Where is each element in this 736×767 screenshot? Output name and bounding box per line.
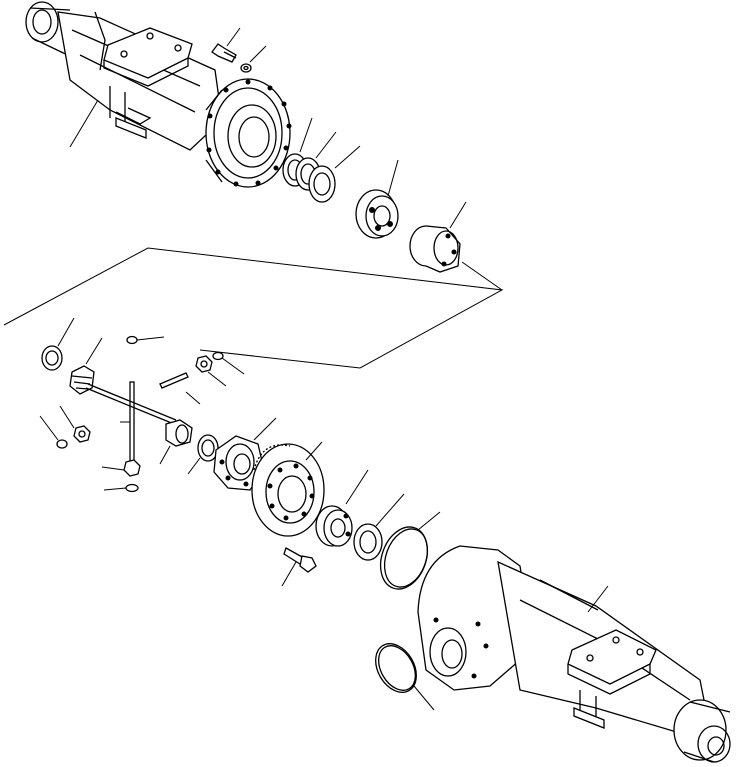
pinion-washer-small [126, 335, 165, 345]
nut-left [59, 405, 91, 443]
side-gear [69, 337, 103, 395]
lower-axle-housing [417, 545, 731, 763]
flange-bolt-holes [206, 79, 292, 187]
washer [212, 351, 245, 375]
nut-bottom [101, 459, 141, 477]
inner-bearing [315, 469, 369, 547]
washer-bottom [103, 483, 139, 493]
housing-bolt [211, 27, 241, 63]
thrust-ring [308, 145, 361, 203]
side-washer [41, 317, 75, 371]
nut [195, 355, 227, 387]
outer-bearing [355, 159, 399, 239]
cross-spider [85, 381, 177, 463]
leader-line [69, 99, 99, 148]
washer-left [39, 415, 68, 449]
shim [353, 493, 405, 561]
differential-case-half [409, 201, 467, 273]
spacer-collar [159, 419, 193, 465]
ring-gear-bolt [281, 547, 317, 587]
upper-axle-housing [25, 1, 292, 188]
pinion-shaft-pin [159, 372, 201, 405]
thin-ring [187, 434, 219, 475]
ring-gear [251, 441, 325, 537]
o-ring-large [379, 511, 441, 590]
housing-washer [240, 45, 267, 73]
o-ring-lower [375, 643, 435, 711]
